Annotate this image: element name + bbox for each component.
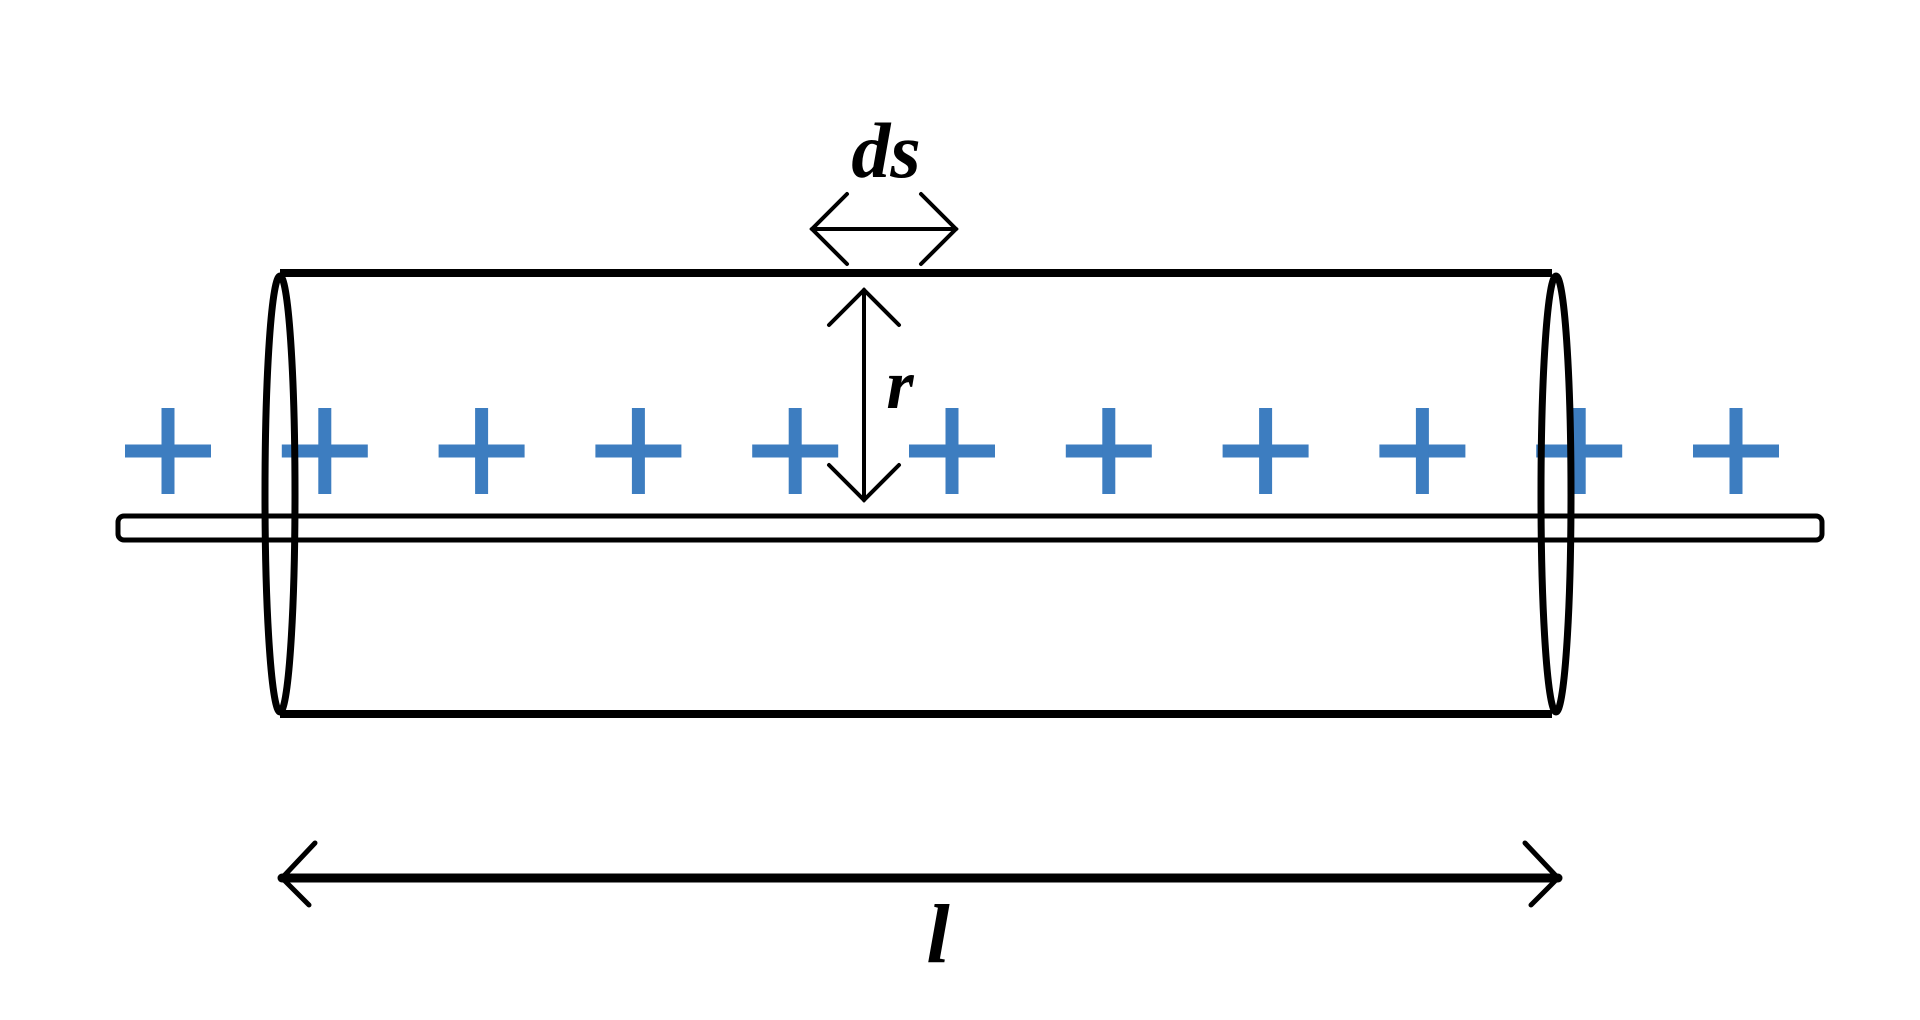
plus-charge-icon [1379, 408, 1466, 494]
line-charge-rod [115, 513, 1825, 543]
l-arrow [277, 840, 1563, 908]
plus-charge-icon [752, 408, 839, 494]
plus-charge-icon [909, 408, 995, 494]
plus-charge-icon [1693, 408, 1779, 494]
cylinder-left-cap [261, 272, 299, 716]
plus-charge-icon [1536, 408, 1623, 494]
plus-charge-icon [125, 408, 211, 494]
plus-charge-icon [438, 408, 525, 494]
plus-charge-icon [1222, 408, 1309, 494]
charge-row [125, 408, 1779, 494]
r-label: r [886, 347, 914, 424]
r-arrow [827, 287, 901, 503]
plus-charge-icon [595, 408, 682, 494]
ds-label: ds [851, 107, 920, 194]
ds-arrow [809, 192, 959, 266]
cylinder-right-cap [1537, 272, 1575, 716]
l-label: l [926, 888, 950, 981]
plus-charge-icon [1065, 408, 1152, 494]
